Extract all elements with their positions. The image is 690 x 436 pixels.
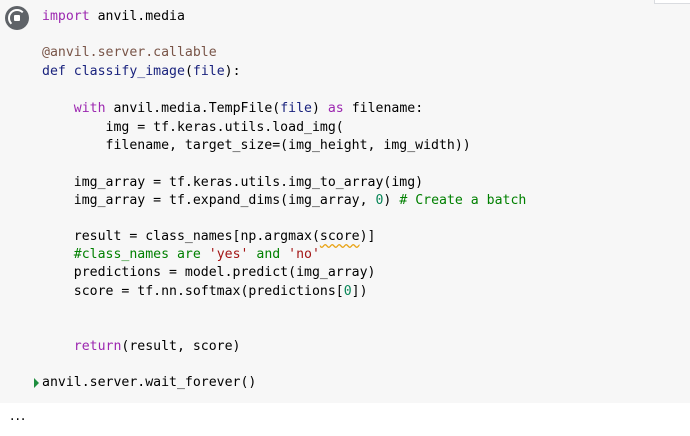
code-token: anvil.media.TempFile( (105, 101, 281, 116)
code-line: img_array = tf.keras.utils.img_to_array(… (42, 174, 423, 192)
code-token: img = tf.keras.utils.load_img( (42, 120, 344, 135)
code-token: img_array = tf.keras.utils.img_to_array(… (42, 175, 424, 190)
code-line: filename, target_size=(img_height, img_w… (42, 137, 471, 155)
code-token: file (280, 101, 312, 116)
code-token (42, 339, 74, 354)
code-token: ) (383, 193, 400, 208)
code-token: as (327, 101, 344, 116)
code-token: score = tf.nn.softmax(predictions[ (42, 284, 344, 299)
code-line: img = tf.keras.utils.load_img( (42, 119, 344, 137)
code-token (66, 64, 74, 79)
code-token: 'no' (288, 247, 320, 262)
code-token: (result, score) (121, 339, 241, 354)
code-token (42, 101, 74, 116)
code-editor[interactable]: import anvil.media @anvil.server.callabl… (36, 0, 690, 403)
run-stop-button[interactable] (5, 6, 29, 30)
code-token: score (319, 229, 360, 244)
code-line: import anvil.media (42, 8, 185, 26)
code-token: file (192, 64, 225, 79)
code-token: # Create a batch (399, 193, 527, 208)
code-line: img_array = tf.expand_dims(img_array, 0)… (42, 192, 527, 210)
code-line: score = tf.nn.softmax(predictions[0]) (42, 283, 368, 301)
code-line: return(result, score) (42, 338, 241, 356)
code-token: result = class_names[np.argmax( (42, 229, 320, 244)
code-token: predictions = model.predict(img_array) (42, 265, 376, 280)
code-token: classify_image (73, 64, 185, 79)
code-line: anvil.server.wait_forever() (42, 374, 256, 392)
code-token: def (42, 64, 66, 79)
code-line: @anvil.server.callable (42, 44, 217, 62)
code-token: ): (224, 64, 241, 79)
code-token: filename: (343, 101, 424, 116)
code-line: with anvil.media.TempFile(file) as filen… (42, 100, 423, 118)
code-cell[interactable]: import anvil.media @anvil.server.callabl… (0, 0, 690, 403)
code-token: 'yes' (208, 247, 249, 262)
code-token: with (73, 101, 106, 116)
code-token: return (73, 339, 122, 354)
code-token: import (42, 9, 90, 24)
code-line: result = class_names[np.argmax(score)] (42, 228, 376, 246)
code-token: 0 (343, 284, 352, 299)
code-token: ) (311, 101, 328, 116)
code-token: ( (184, 64, 193, 79)
code-token: filename, target_size=(img_height, img_w… (42, 138, 471, 153)
cell-gutter (0, 0, 36, 403)
code-token: 0 (375, 193, 384, 208)
code-token: @anvil.server.callable (42, 45, 217, 60)
running-spinner-icon (8, 9, 26, 27)
output-ellipsis[interactable]: ... (10, 408, 27, 424)
code-token: )] (359, 229, 376, 244)
cell-toolbar-corner (654, 0, 690, 4)
code-token: img_array = tf.expand_dims(img_array, (42, 193, 376, 208)
code-token: ]) (351, 284, 368, 299)
code-token: #class_names are (73, 247, 209, 262)
current-line-marker-icon (34, 378, 39, 388)
code-line: predictions = model.predict(img_array) (42, 264, 376, 282)
code-token: anvil.media (89, 9, 185, 24)
code-line: def classify_image(file): (42, 63, 241, 81)
code-token (42, 247, 74, 262)
code-line: #class_names are 'yes' and 'no' (42, 246, 320, 264)
code-token: anvil.server.wait_forever() (42, 375, 257, 390)
code-token: and (248, 247, 289, 262)
